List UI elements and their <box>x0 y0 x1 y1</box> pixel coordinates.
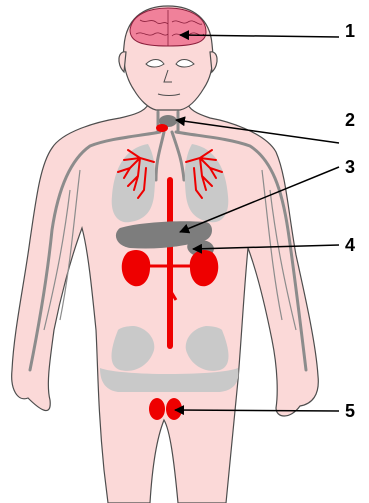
torso <box>12 100 319 503</box>
callout-number-3: 3 <box>345 157 355 177</box>
parathyroid <box>156 124 168 132</box>
callout-number-1: 1 <box>345 21 355 41</box>
right-testis <box>166 398 182 420</box>
callout-arrow-5 <box>175 410 339 411</box>
callout-number-5: 5 <box>345 401 355 421</box>
callout-number-2: 2 <box>345 110 355 130</box>
callout-number-4: 4 <box>345 235 355 255</box>
brain <box>130 8 206 46</box>
left-testis <box>149 398 165 420</box>
